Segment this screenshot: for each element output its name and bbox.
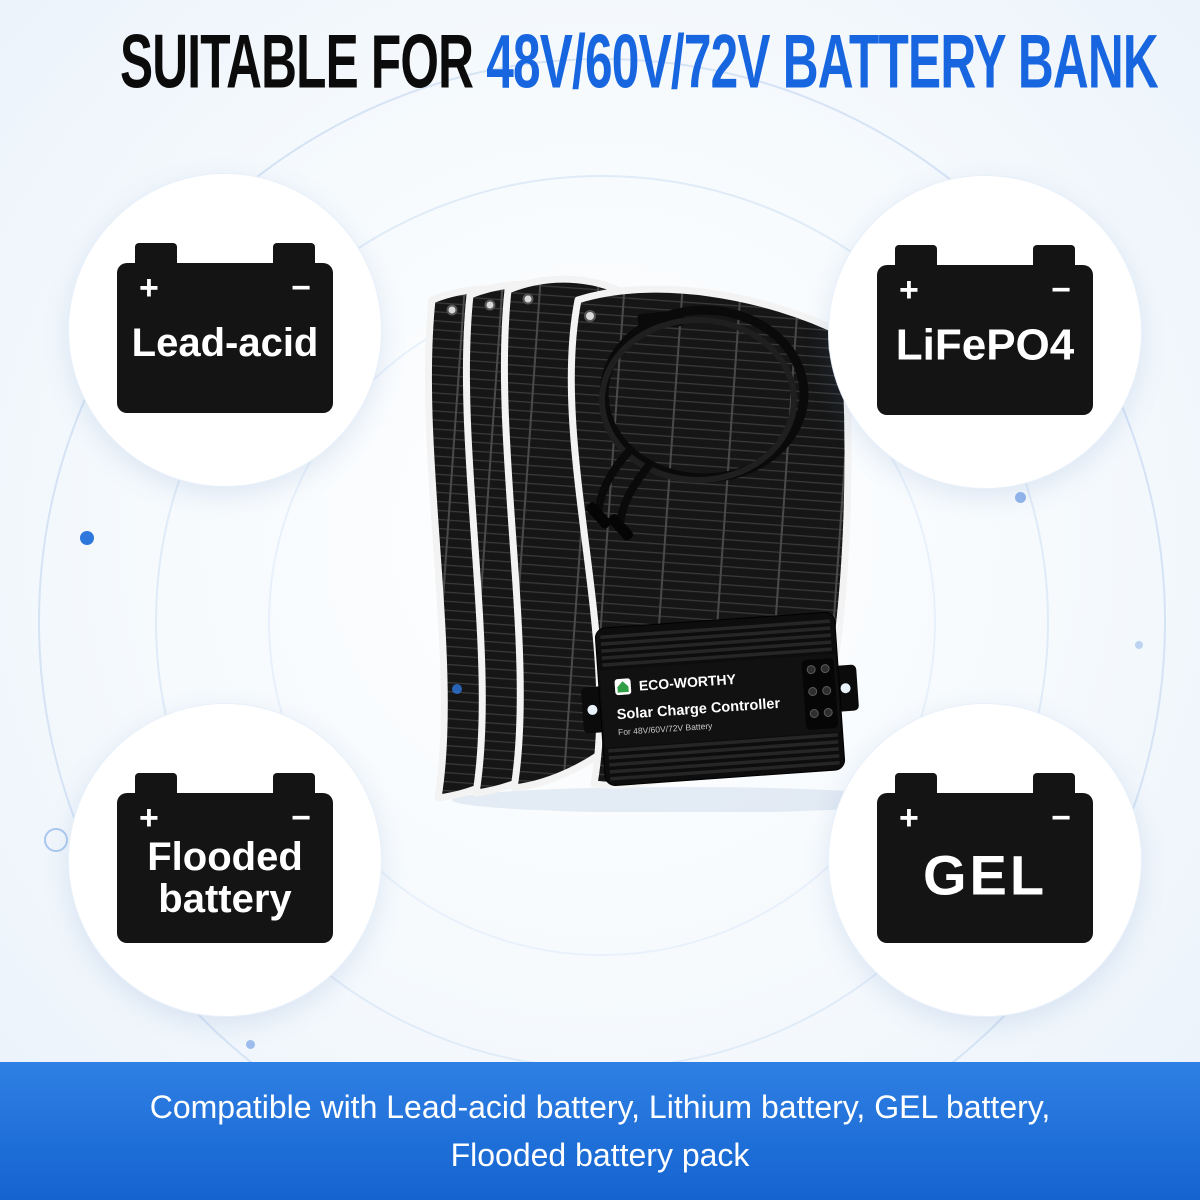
decor-dot: [1135, 641, 1143, 649]
battery-terminal-negative: [1033, 773, 1075, 794]
minus-sign: −: [1051, 799, 1071, 837]
battery-type-label: Lead-acid: [123, 320, 327, 365]
battery-terminal-negative: [273, 773, 315, 794]
decor-ring-small: [44, 828, 68, 852]
house-icon: [617, 681, 629, 693]
controller-brand: ECO-WORTHY: [638, 671, 737, 694]
plus-sign: +: [899, 271, 919, 309]
decor-dot: [1015, 492, 1026, 503]
battery-signs: + −: [899, 801, 1071, 835]
plus-sign: +: [139, 799, 159, 837]
badge-lifepo4: + − LiFePO4: [828, 175, 1142, 489]
battery-terminal-negative: [1033, 245, 1075, 266]
battery-type-line1: Flooded: [147, 834, 303, 879]
mounting-grommet: [584, 310, 596, 322]
badge-gel: + − GEL: [828, 703, 1142, 1017]
plus-sign: +: [899, 799, 919, 837]
battery-terminal-positive: [895, 773, 937, 794]
flange-hole: [840, 683, 851, 694]
battery-type-line1: GEL: [922, 843, 1048, 907]
battery-type-label: LiFePO4: [883, 322, 1087, 369]
terminal-screws: [806, 664, 833, 718]
battery-terminal-positive: [135, 773, 177, 794]
battery-type-label: Flooded battery: [123, 834, 327, 922]
charge-controller: ECO-WORTHY Solar Charge Controller For 4…: [581, 611, 859, 787]
flange-hole: [587, 704, 598, 715]
battery-icon: + − GEL: [877, 773, 1093, 943]
cable-loop-inner: [599, 317, 797, 483]
battery-type-line1: LiFePO4: [895, 320, 1075, 370]
battery-signs: + −: [139, 801, 311, 835]
mc4-connector: [608, 514, 634, 541]
cable-tail: [616, 460, 654, 528]
label-band: [599, 653, 841, 749]
badge-flooded-battery: + − Flooded battery: [68, 703, 382, 1017]
battery-type-line2: battery: [158, 877, 292, 922]
title-prefix: SUITABLE FOR: [120, 20, 474, 105]
banner-line1: Compatible with Lead-acid battery, Lithi…: [149, 1089, 1051, 1125]
banner-line2: Flooded battery pack: [450, 1137, 750, 1173]
battery-type-line1: Lead-acid: [131, 320, 319, 365]
battery-icon: + − LiFePO4: [877, 245, 1093, 415]
minus-sign: −: [291, 799, 311, 837]
battery-terminal-positive: [895, 245, 937, 266]
battery-signs: + −: [899, 273, 1071, 307]
battery-icon: + − Lead-acid: [117, 243, 333, 413]
solar-cable: [586, 305, 809, 541]
compatibility-banner: Compatible with Lead-acid battery, Lithi…: [0, 1062, 1200, 1200]
mc4-connector: [586, 502, 612, 529]
product-shadow: [452, 787, 872, 812]
battery-terminal-positive: [135, 243, 177, 264]
battery-icon: + − Flooded battery: [117, 773, 333, 943]
decor-dot: [452, 684, 462, 694]
battery-signs: + −: [139, 271, 311, 305]
product-illustration: ECO-WORTHY Solar Charge Controller For 4…: [424, 275, 872, 812]
plus-sign: +: [139, 269, 159, 307]
page-title: SUITABLE FOR 48V/60V/72V BATTERY BANK: [120, 19, 1159, 106]
mounting-grommet: [522, 293, 534, 305]
decor-dot: [80, 531, 94, 545]
minus-sign: −: [1051, 271, 1071, 309]
battery-terminal-negative: [273, 243, 315, 264]
battery-type-label: GEL: [883, 843, 1087, 907]
mounting-grommet: [484, 299, 496, 311]
minus-sign: −: [291, 269, 311, 307]
badge-lead-acid: + − Lead-acid: [68, 173, 382, 487]
heat-sink-fins: [600, 619, 840, 781]
mounting-grommet: [446, 304, 458, 316]
decor-dot: [246, 1040, 255, 1049]
title-highlight: 48V/60V/72V BATTERY BANK: [486, 20, 1159, 105]
